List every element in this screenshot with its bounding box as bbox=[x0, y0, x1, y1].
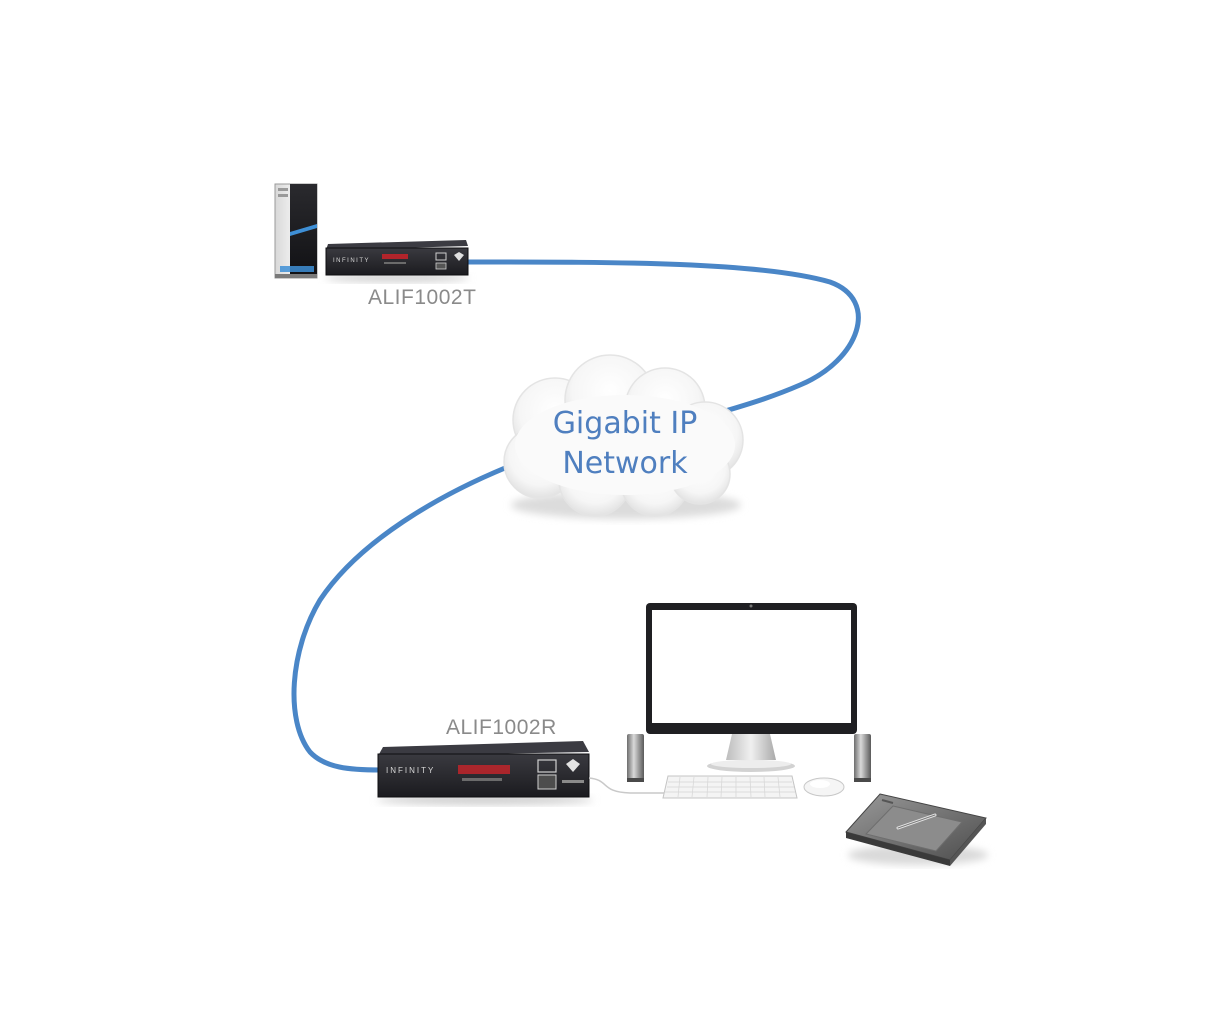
peripheral-cable bbox=[588, 777, 665, 794]
network-cable-upper bbox=[465, 259, 861, 415]
mouse-icon bbox=[803, 777, 845, 797]
receiver-kvm-extender-icon bbox=[377, 741, 593, 805]
graphics-tablet-icon bbox=[845, 793, 988, 866]
network-label-line1: Gigabit IP bbox=[552, 406, 698, 441]
receiver-label: ALIF1002R bbox=[446, 716, 557, 739]
keyboard-icon bbox=[662, 775, 798, 799]
transmitter-label: ALIF1002T bbox=[368, 286, 477, 309]
transmitter-kvm-extender-icon bbox=[325, 240, 469, 282]
left-speaker-icon bbox=[627, 734, 644, 782]
monitor-icon bbox=[646, 603, 857, 772]
cloud-icon bbox=[503, 354, 744, 519]
pc-tower-icon bbox=[274, 183, 318, 279]
transmitter-brand-text: INFINITY bbox=[333, 258, 370, 264]
network-cable-lower bbox=[291, 465, 508, 773]
right-speaker-icon bbox=[854, 734, 871, 782]
network-label: Gigabit IP Network bbox=[525, 404, 725, 484]
network-label-line2: Network bbox=[562, 446, 688, 481]
receiver-brand-text: INFINITY bbox=[386, 766, 435, 775]
